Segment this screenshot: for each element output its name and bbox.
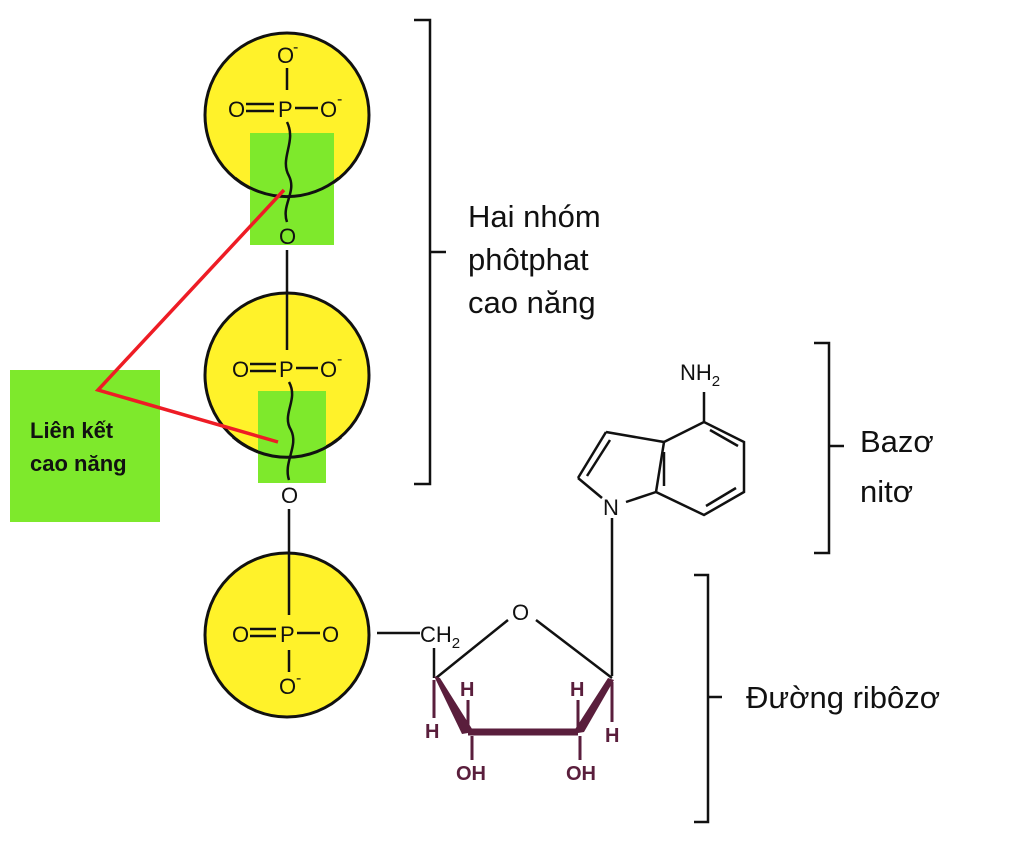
bond-label-line-1: Liên kết — [30, 418, 114, 443]
base-ring-inner-1 — [709, 428, 739, 448]
p1-phosphorus: P — [278, 97, 293, 122]
ring-bond-o-c1 — [535, 619, 613, 679]
p3-right-oxygen: O — [322, 622, 339, 647]
base-bond-c1-c2-inner — [585, 439, 612, 477]
p1-top-oxygen: O — [277, 43, 294, 68]
base-bond-c2-c3 — [605, 430, 665, 444]
phosphate-label-line-1: Hai nhóm — [468, 199, 601, 234]
base-ring-inner-2 — [705, 486, 737, 508]
bond-pointer-lines — [94, 188, 286, 444]
base-bond-c3a-n — [625, 490, 657, 504]
base-label-line-1: Bazơ — [860, 424, 934, 459]
p2-phosphorus: P — [279, 357, 294, 382]
c3-h: H — [460, 679, 474, 701]
base-bond-c1-c2 — [576, 431, 608, 479]
phosphate-label-line-3: cao năng — [468, 285, 596, 320]
c2-oh: OH — [566, 763, 596, 785]
p3-phosphorus: P — [280, 622, 295, 647]
base-bracket — [814, 341, 831, 555]
phosphate-circle-3 — [203, 551, 371, 719]
p1-right-oxygen: O — [320, 97, 337, 122]
ch2-label: CH2 — [420, 622, 460, 652]
ring-wedge-right — [572, 678, 614, 734]
bond-label-line-2: cao năng — [30, 451, 127, 476]
circle-1-outline-overlay — [234, 176, 340, 199]
high-energy-bond-2 — [286, 381, 295, 481]
sugar-label: Đường ribôzơ — [746, 680, 940, 715]
bridge-oxygen-1: O — [279, 224, 296, 249]
p2-left-oxygen: O — [232, 357, 249, 382]
p3-left-oxygen: O — [232, 622, 249, 647]
c1-h: H — [605, 725, 619, 747]
p2-right-oxygen: O — [320, 357, 337, 382]
base-label-line-2: nitơ — [860, 474, 913, 509]
base-bond-n-c1 — [577, 477, 603, 499]
p1-top-charge: - — [293, 39, 298, 56]
circle-2-outline-overlay — [232, 435, 342, 459]
base-six-ring — [654, 420, 746, 517]
high-energy-bond-1 — [284, 121, 293, 223]
p3-bottom-charge: - — [296, 670, 301, 687]
base-nitrogen: N — [603, 495, 619, 520]
bond-label-box — [10, 370, 160, 522]
nh2-label: NH2 — [680, 360, 720, 390]
p1-left-oxygen: O — [228, 97, 245, 122]
sugar-bracket — [694, 573, 710, 824]
p1-right-charge: - — [337, 91, 342, 108]
phosphate-label-line-2: phôtphat — [468, 242, 589, 277]
c3-oh: OH — [456, 763, 486, 785]
c4-h: H — [425, 721, 439, 743]
p2-right-charge: - — [337, 351, 342, 368]
p3-bottom-oxygen: O — [279, 674, 296, 699]
ring-wedge-left — [434, 676, 474, 734]
phosphate-bracket — [414, 18, 432, 486]
bridge-oxygen-2: O — [281, 483, 298, 508]
ring-bond-c4-o — [435, 619, 509, 679]
ring-oxygen: O — [512, 600, 529, 625]
c2-h: H — [570, 679, 584, 701]
